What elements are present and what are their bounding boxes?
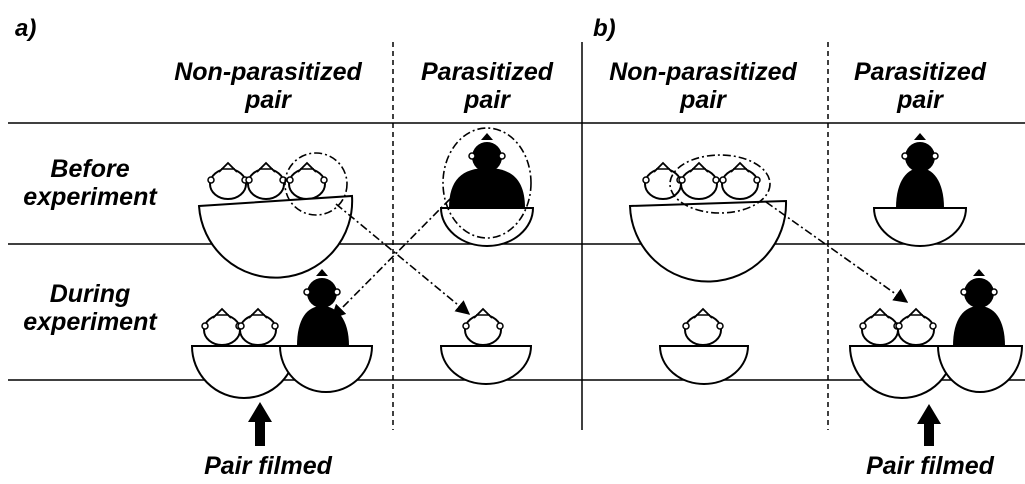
header-b-parasitized-line2: pair <box>896 86 944 114</box>
pair-filmed-label-a: Pair filmed <box>204 452 333 480</box>
nest-bowl-icon <box>439 345 533 385</box>
panel-b-transfer-arrows <box>765 201 909 303</box>
row-label-during-line1: During <box>50 280 131 308</box>
nest-bowl-icon <box>936 345 1024 393</box>
header-a-parasitized-line2: pair <box>463 86 511 114</box>
panel-a-filmed-indicator: Pair filmed <box>204 402 333 480</box>
chick-icon <box>895 308 937 346</box>
chick-icon <box>462 308 504 346</box>
up-arrow-icon <box>917 404 941 446</box>
chick-icon <box>719 162 761 200</box>
panel-label-b: b) <box>593 15 616 42</box>
dash-dot-arrow-icon <box>330 198 451 320</box>
cuckoo-chick-icon <box>468 132 506 173</box>
panel-a-before-host-nest <box>197 152 354 279</box>
panel-b-before-host-nest <box>628 154 788 283</box>
chick-icon <box>678 162 720 200</box>
grid <box>8 42 1025 430</box>
selection-circle <box>669 154 771 214</box>
header-b-nonparasitized-line2: pair <box>679 86 727 114</box>
chick-icon <box>642 162 684 200</box>
cuckoo-chick-icon <box>960 268 998 309</box>
nest-bowl-icon <box>278 345 374 393</box>
chick-icon <box>237 308 279 346</box>
header-a-parasitized-line1: Parasitized <box>421 58 554 86</box>
chick-icon <box>859 308 901 346</box>
panel-b-during-parasite-nest <box>848 268 1024 399</box>
panel-a-during-host-nest <box>190 268 374 399</box>
panel-b-filmed-indicator: Pair filmed <box>866 404 995 480</box>
nest-bowl-icon <box>439 207 535 247</box>
chick-icon <box>682 308 724 346</box>
up-arrow-icon <box>248 402 272 446</box>
header-b-parasitized-line1: Parasitized <box>854 58 987 86</box>
panel-a-before-parasite-nest <box>439 127 535 247</box>
header-a-nonparasitized-line2: pair <box>244 86 292 114</box>
row-label-during-line2: experiment <box>23 308 158 336</box>
cuckoo-chick-icon <box>901 132 939 173</box>
nest-bowl-icon <box>197 194 354 279</box>
dash-dot-arrow-icon <box>765 201 909 303</box>
header-b-nonparasitized-line1: Non-parasitized <box>609 58 797 86</box>
cuckoo-chick-icon <box>303 268 341 309</box>
nest-bowl-icon <box>628 199 788 283</box>
chick-icon <box>245 162 287 200</box>
pair-filmed-label-b: Pair filmed <box>866 452 995 480</box>
chick-icon <box>201 308 243 346</box>
panel-a-transfer-arrows <box>330 198 471 320</box>
row-label-before-line2: experiment <box>23 183 158 211</box>
panel-b-during-host-nest <box>658 308 750 385</box>
selection-circle <box>284 152 348 216</box>
nest-bowl-icon <box>658 345 750 385</box>
panel-a-during-parasite-nest <box>439 308 533 385</box>
row-labels: Before experiment During experiment <box>23 155 158 336</box>
header-a-nonparasitized-line1: Non-parasitized <box>174 58 362 86</box>
nest-bowl-icon <box>872 207 968 247</box>
selection-circle <box>442 127 532 239</box>
panel-label-a: a) <box>15 15 36 42</box>
chick-icon <box>207 162 249 200</box>
column-headers: Non-parasitized pair Parasitized pair No… <box>174 58 986 114</box>
panel-b-before-parasite-nest <box>872 132 968 247</box>
dash-dot-arrow-icon <box>335 203 471 315</box>
row-label-before-line1: Before <box>50 155 129 183</box>
chick-icon <box>286 162 328 200</box>
